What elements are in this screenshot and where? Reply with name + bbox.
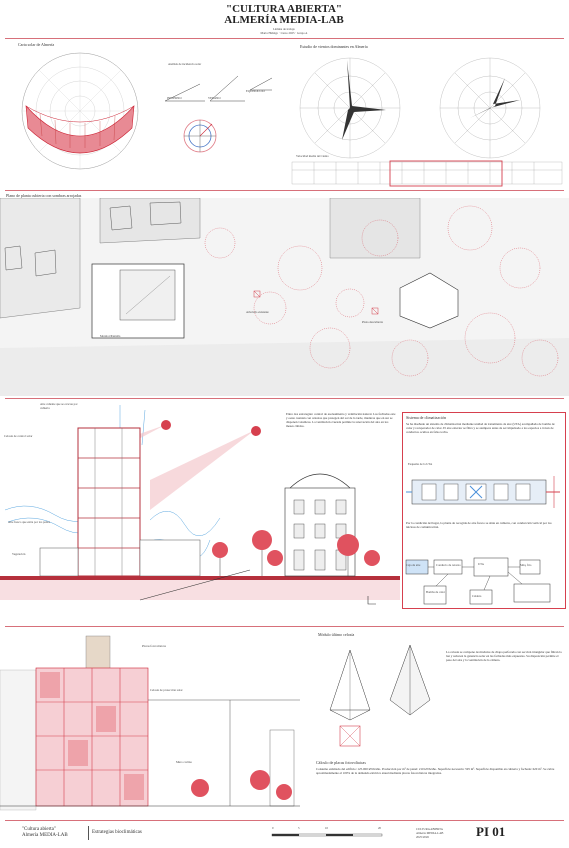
calculo-text: Consumo estimado del edificio: 125.000 k…	[316, 767, 555, 775]
sun-angle-diagrams	[164, 75, 273, 153]
modulo-text: La celosía se compone de módulos de chap…	[446, 650, 562, 662]
subtitle-1: Lámina de trabajo	[273, 27, 295, 31]
fachada-label-3: Muro cortina	[176, 760, 192, 764]
rule-3	[5, 398, 564, 399]
wind-table	[291, 160, 563, 187]
box-uta: UTA	[478, 562, 484, 566]
scale-10: 10	[325, 826, 328, 830]
rule-footer	[5, 820, 564, 821]
wind-roses	[299, 57, 541, 159]
wind-title: Estudio de vientos dominantes en Almería	[300, 44, 368, 49]
fachada-label-2: Celosía de protección solar	[150, 688, 183, 692]
label-invierno: INVIERNO	[167, 96, 182, 100]
plaza-label: Plaza descubierta	[362, 320, 383, 324]
solar-title: Carta solar de Almería	[18, 42, 55, 47]
climate-text: Entre dos estrategias: control de asolea…	[286, 412, 396, 428]
footer-divider	[88, 826, 89, 840]
footer-right-3: 2025/2026	[416, 835, 429, 839]
label-verano: VERANO	[208, 96, 221, 100]
label-equinoccio: EQUINOCCIO	[246, 89, 265, 93]
sheet-number: PI 01	[476, 824, 506, 839]
annot-left-1: Aire caliente que se evacua por cubierta	[40, 402, 78, 410]
subtitle-2: Marta Hidalgo · Curso 2025 · Grupo A	[260, 31, 308, 35]
annot-left-2: Celosía de control solar	[4, 434, 33, 438]
footer-right-1: CULTURA ABIERTA	[416, 827, 443, 831]
box-utm: Caja de aire	[406, 563, 421, 567]
fachada-label-1: Placas fotovoltaicas	[142, 644, 166, 648]
facade-elevation	[0, 635, 300, 811]
box-ahu: Máq. frío	[520, 563, 532, 567]
modulo-title: Módulo último celosía	[318, 632, 355, 637]
box-bomba: Bomba de calor	[426, 590, 445, 594]
esquema-title: Esquema de la UTA	[408, 462, 433, 466]
footer-left-1: "Cultura abierta"	[22, 827, 56, 832]
scale-5: 5	[298, 826, 300, 830]
module-3d	[389, 644, 431, 716]
header-rule	[5, 38, 564, 39]
sistema-text-2: Por la condición del lugar, la planta de…	[406, 521, 552, 529]
wind-legend: Velocidad media del viento	[296, 154, 329, 158]
scale-20: 20	[378, 826, 381, 830]
arbolado-label: Arbolado existente	[246, 310, 269, 314]
module-detail	[329, 649, 371, 747]
footer-subject: Estrategias bioclimáticas	[92, 830, 142, 835]
uta-scheme	[406, 476, 560, 508]
building-section	[0, 405, 400, 605]
title-line-1: "CULTURA ABIERTA"	[225, 3, 343, 15]
calculo-title: Cálculo de placas fotovoltaicas	[316, 760, 366, 765]
annot-left-3: Aire fresco que entra por los patios	[8, 520, 51, 524]
site-plan	[0, 198, 569, 396]
title-line-2: ALMERÍA MEDIA-LAB	[224, 14, 344, 26]
sistema-text: Se ha diseñado un sistema de climatizaci…	[406, 422, 555, 434]
system-panel	[402, 412, 566, 609]
box-conducto: Conducto de retorno	[436, 563, 461, 567]
monitor-label: Monitor/Pantalla	[100, 334, 121, 338]
solar-chart	[21, 52, 139, 170]
scale-0: 0	[272, 826, 274, 830]
plan-title: Plano de planta cubierta con sombras arr…	[6, 193, 82, 198]
sistema-title: Sistema de climatización	[406, 415, 446, 420]
footer-left-2: Almería MEDIA-LAB	[22, 833, 68, 838]
flow-diagram	[405, 557, 551, 605]
annot-left-4: Vegetación	[12, 552, 26, 556]
box-calor: Caldera	[472, 594, 482, 598]
rule-2	[5, 190, 564, 191]
scale-bar	[271, 833, 383, 837]
footer-right-2: Almería MEDIA-LAB	[416, 831, 444, 835]
angulos-label: Análisis de incidencia solar	[168, 62, 202, 66]
rule-4	[5, 626, 564, 627]
